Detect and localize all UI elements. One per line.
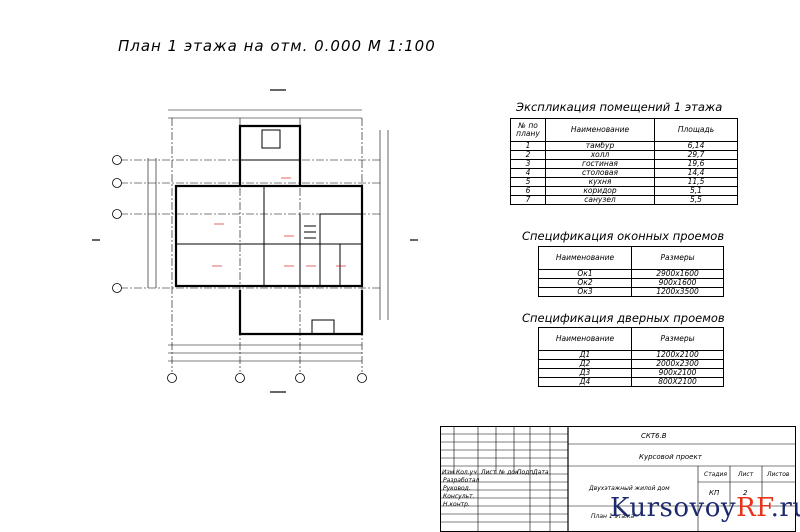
col-header-size: Размеры: [631, 327, 724, 351]
title-block-project: Курсовой проект: [639, 453, 702, 461]
title-block-code: СКТ6.В: [641, 432, 667, 440]
role-supervisor: Руковод.: [443, 485, 471, 492]
rooms-table-title: Экспликация помещений 1 этажа: [516, 100, 723, 114]
title-block-grid: [439, 425, 796, 532]
watermark: KursovoyRF.ru: [610, 493, 800, 523]
col-header-area: Площадь: [654, 118, 738, 142]
col-header-name: Наименование: [538, 246, 632, 270]
title-block-sheet-name: План 1 этажа: [591, 513, 635, 520]
title-block: СКТ6.В Курсовой проект Изм Кол.уч Лист №…: [439, 425, 796, 532]
drawing-title: План 1 этажа на отм. 0.000 М 1:100: [118, 37, 436, 55]
doors-table-title: Спецификация дверных проемов: [522, 311, 725, 325]
title-block-object: Двухэтажный жилой дом: [589, 485, 670, 492]
col-header-size: Размеры: [631, 246, 724, 270]
role-norm-control: Н.контр.: [443, 501, 470, 508]
col-header-name: Наименование: [538, 327, 632, 351]
windows-table-title: Спецификация оконных проемов: [522, 229, 725, 243]
col-header-name: Наименование: [545, 118, 655, 142]
role-consultant: Консульт.: [443, 493, 475, 500]
title-block-sheet: 2: [743, 489, 748, 497]
title-block-stage: КП: [709, 489, 720, 497]
role-developer: Разработал: [443, 477, 480, 484]
col-header-number: № по плану: [510, 118, 546, 142]
